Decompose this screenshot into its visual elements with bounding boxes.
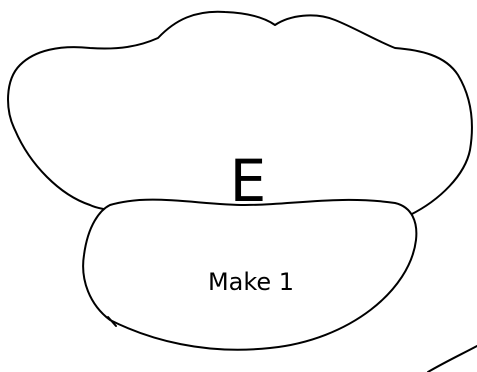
upper-pattern-piece xyxy=(7,10,473,216)
lower-piece-instruction: Make 1 xyxy=(208,268,294,296)
notch-mark xyxy=(107,316,117,327)
lower-pattern-piece xyxy=(82,198,418,351)
upper-piece-letter: E xyxy=(230,147,267,215)
adjacent-piece-edge xyxy=(427,345,477,372)
